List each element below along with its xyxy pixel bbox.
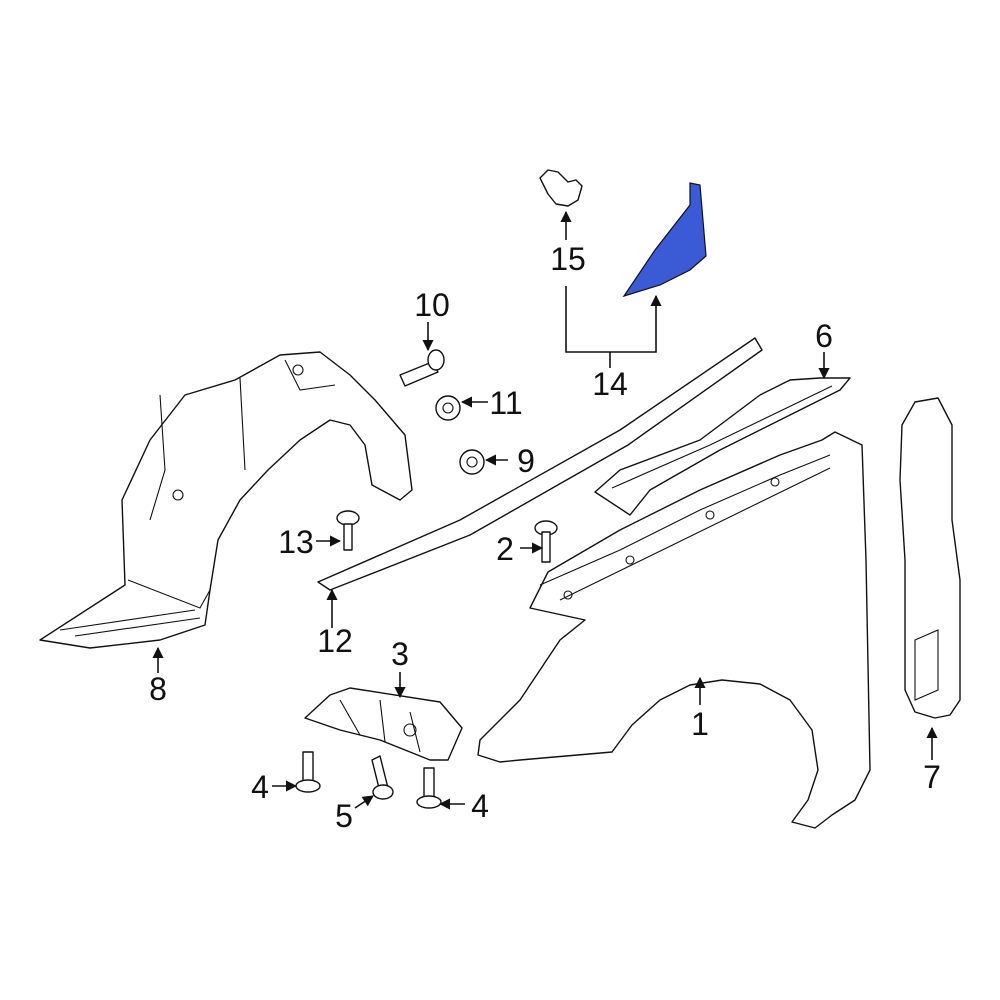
bolt-5-part[interactable] (371, 755, 394, 800)
callout-11: 11 (489, 385, 522, 421)
nut-11-part[interactable] (435, 395, 461, 421)
callout-12: 12 (317, 623, 353, 659)
callout-10: 10 (414, 287, 450, 323)
callout-13: 13 (278, 524, 314, 560)
callout-1: 1 (691, 706, 709, 742)
callout-2: 2 (496, 531, 514, 567)
bolt-2-part[interactable] (534, 520, 558, 563)
bolt-10-part[interactable] (399, 349, 445, 387)
callout-5: 5 (335, 798, 353, 834)
callout-14: 14 (592, 366, 628, 402)
callout-6: 6 (815, 318, 833, 354)
callout-8: 8 (149, 671, 167, 707)
leader-lines (152, 210, 938, 810)
bolt-4-right-part[interactable] (416, 767, 442, 809)
fender-part[interactable] (477, 431, 871, 829)
insulator-pad-part[interactable] (899, 397, 961, 719)
callout-15: 15 (550, 241, 586, 277)
callout-4-left: 4 (251, 769, 269, 805)
callout-3: 3 (391, 636, 409, 672)
bolt-4-left-part[interactable] (295, 751, 321, 793)
callout-9: 9 (517, 443, 535, 479)
moulding-strip-part[interactable] (317, 337, 763, 591)
seal-part[interactable] (594, 377, 851, 516)
screw-13-part[interactable] (336, 510, 360, 551)
clip-part[interactable] (539, 169, 583, 207)
highlighted-trim-part[interactable] (622, 182, 707, 298)
nut-9-part[interactable] (459, 449, 485, 475)
fender-liner-part[interactable] (39, 351, 413, 649)
callout-4-right: 4 (471, 788, 489, 824)
callout-labels: 1 2 3 4 4 5 6 7 8 9 10 11 12 13 14 15 (149, 241, 941, 834)
callout-7: 7 (923, 759, 941, 795)
bracket-part[interactable] (304, 687, 463, 761)
